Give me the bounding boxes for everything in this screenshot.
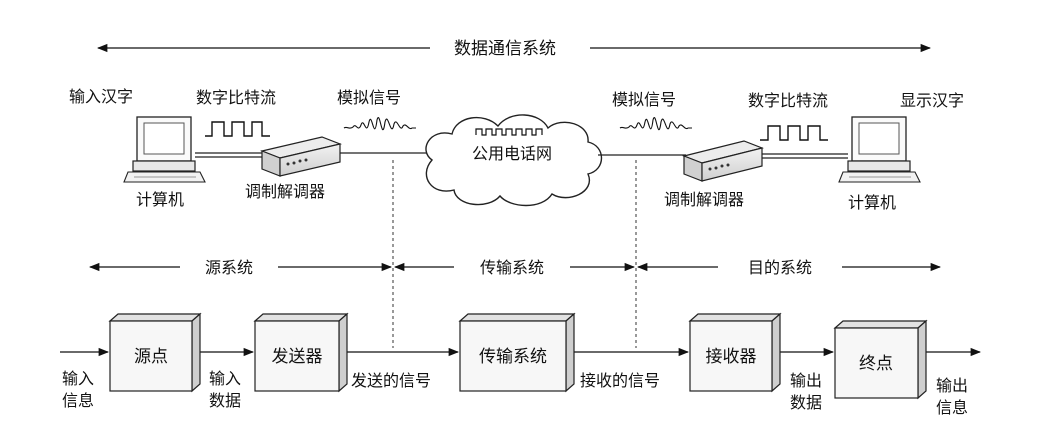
block-transmission-system: 传输系统	[458, 312, 576, 393]
left-modem-icon	[259, 136, 343, 177]
public-telephone-network-cloud	[425, 114, 603, 207]
right-bitstream-wave-icon	[760, 125, 828, 141]
left-modem-label: 调制解调器	[245, 182, 325, 201]
block-transmitter: 发送器	[253, 312, 349, 393]
output-info-label-line2: 信息	[936, 398, 968, 417]
right-modem-label: 调制解调器	[664, 190, 744, 209]
block-source-label: 源点	[134, 347, 168, 367]
public-network-label: 公用电话网	[472, 144, 552, 163]
right-computer-label: 计算机	[848, 193, 896, 212]
right-computer-icon	[838, 116, 921, 183]
right-bitstream-label: 数字比特流	[748, 91, 828, 110]
block-receiver-label: 接收器	[706, 347, 757, 367]
block-destination-label: 终点	[859, 354, 893, 374]
right-analog-wave-icon	[619, 117, 692, 131]
block-destination: 终点	[833, 319, 928, 400]
output-data-label-line2: 数据	[790, 393, 822, 412]
left-analog-label: 模拟信号	[337, 88, 401, 107]
block-source: 源点	[108, 312, 202, 393]
right-modem-icon	[682, 140, 764, 182]
block-receiver: 接收器	[688, 312, 782, 393]
sent-signal-label: 发送的信号	[351, 371, 431, 390]
left-bitstream-wave-icon	[205, 121, 270, 137]
left-input-label: 输入汉字	[69, 87, 133, 106]
left-bitstream-label: 数字比特流	[196, 88, 276, 107]
subsystem-spans: 源系统 传输系统 目的系统	[88, 258, 942, 277]
left-analog-wave-icon	[343, 117, 416, 131]
input-data-label-line1: 输入	[209, 369, 241, 388]
data-comm-system-span: 数据通信系统	[96, 39, 932, 59]
right-output-label: 显示汉字	[900, 91, 964, 110]
left-computer-label: 计算机	[136, 190, 184, 209]
cloud-digital-wave-icon	[475, 128, 543, 136]
output-data-label-line1: 输出	[790, 371, 822, 390]
block-transmitter-label: 发送器	[272, 347, 323, 367]
input-data-label-line2: 数据	[209, 391, 241, 410]
transmission-system-label: 传输系统	[480, 258, 544, 277]
block-transmission-label: 传输系统	[479, 347, 547, 367]
output-info-label-line1: 输出	[936, 376, 968, 395]
right-analog-label: 模拟信号	[612, 90, 676, 109]
input-info-label-line1: 输入	[62, 369, 94, 388]
source-system-label: 源系统	[205, 258, 253, 277]
destination-system-label: 目的系统	[748, 258, 812, 277]
received-signal-label: 接收的信号	[580, 371, 660, 390]
input-info-label-line2: 信息	[62, 391, 94, 410]
data-comm-system-title: 数据通信系统	[454, 39, 556, 59]
left-computer-icon	[123, 116, 206, 183]
